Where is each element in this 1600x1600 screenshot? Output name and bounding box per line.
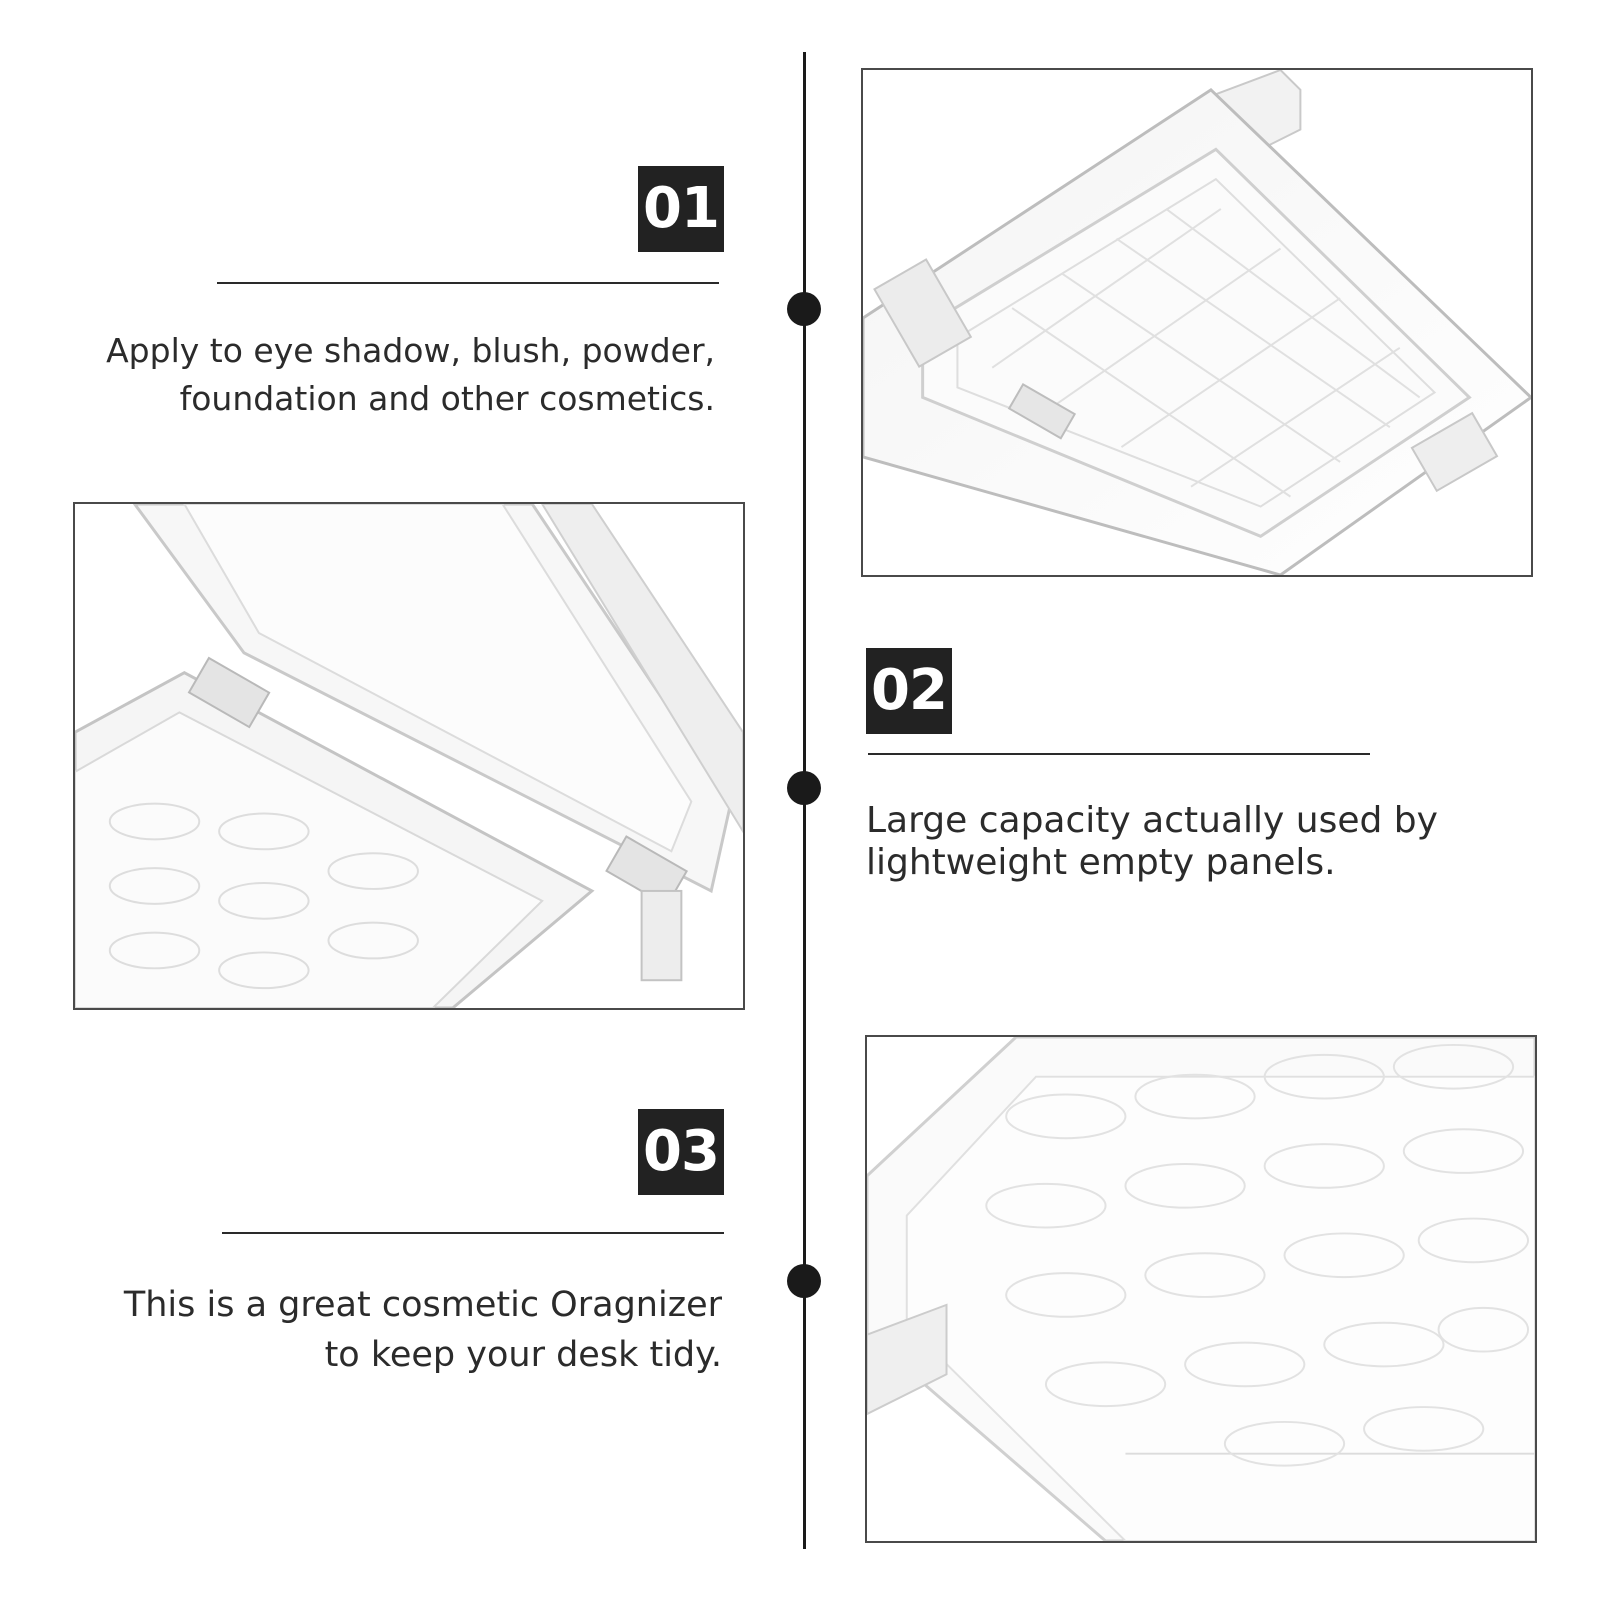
feature-description-1: Apply to eye shadow, blush, powder, foun… [80,327,715,423]
feature-description-3-line-2: to keep your desk tidy. [324,1335,722,1375]
feature-description-3-line-1: This is a great cosmetic Oragnizer [123,1285,722,1325]
feature-divider-2 [868,753,1370,755]
timeline-dot-1 [787,292,821,326]
timeline-dot-3 [787,1264,821,1298]
clear-palette-hinge-closeup-photo [73,502,745,1010]
feature-number-badge-3: 03 [638,1109,724,1195]
feature-description-1-line-2: foundation and other cosmetics. [179,379,715,418]
timeline-dot-2 [787,771,821,805]
feature-description-2: Large capacity actually used by lightwei… [866,800,1556,884]
feature-divider-3 [222,1232,724,1234]
feature-number-badge-1: 01 [638,166,724,252]
feature-description-1-line-1: Apply to eye shadow, blush, powder, [106,331,715,370]
feature-description-3: This is a great cosmetic Oragnizer to ke… [80,1280,722,1380]
feature-description-2-line-1: Large capacity actually used by [866,800,1438,841]
feature-description-2-line-2: lightweight empty panels. [866,842,1336,883]
clear-palette-grid-tray-photo [865,1035,1537,1543]
clear-palette-open-lid-photo [861,68,1533,577]
feature-number-badge-2: 02 [866,648,952,734]
feature-divider-1 [217,282,719,284]
